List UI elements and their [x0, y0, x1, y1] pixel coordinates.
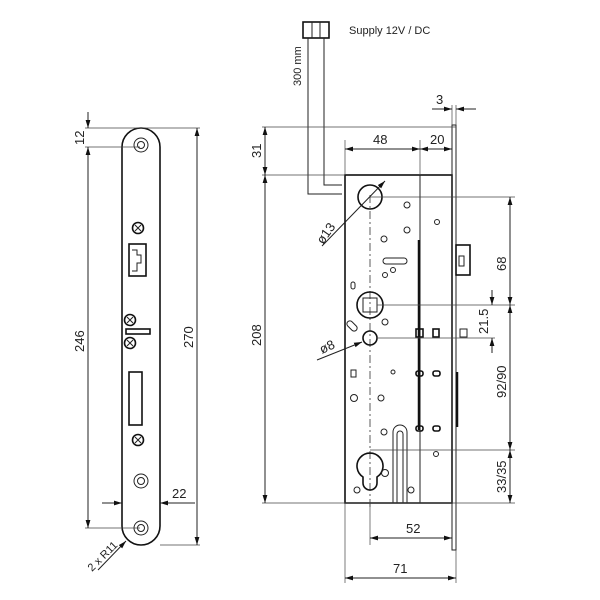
hole-8 — [362, 330, 378, 346]
dim-faceplate-thickness: 3 — [436, 92, 443, 107]
faceplate-outline — [121, 127, 161, 546]
trigger-lever — [125, 328, 151, 335]
dim-faceplate-width: 22 — [172, 486, 186, 501]
dim-backset-body: 48 — [373, 132, 387, 147]
dim-spindle-offset: 21.5 — [476, 309, 491, 334]
latch-bolt-opening — [128, 243, 147, 277]
cylinder-cutout — [356, 452, 384, 491]
dim-radius: 2 x R11 — [86, 539, 121, 574]
mounting-holes — [346, 201, 440, 494]
faceplate-view: 12 246 270 22 2 x R11 — [72, 112, 200, 574]
screw-hole-icon — [133, 137, 149, 536]
cable-length-label: 300 mm — [292, 46, 304, 86]
dim-follower-offset: 68 — [494, 257, 509, 271]
dim-screw-pitch: 246 — [72, 330, 87, 352]
dim-top-offset: 12 — [72, 131, 87, 145]
lock-body-view: Supply 12V / DC 300 mm — [249, 21, 515, 583]
faceplate-dimensions — [85, 112, 200, 571]
dim-front-section: 20 — [430, 132, 444, 147]
dim-cylinder-bottom: 33/35 — [494, 460, 509, 493]
dim-cylinder-distance: 92/90 — [494, 365, 509, 398]
trigger-bolt — [459, 328, 468, 338]
supply-label: Supply 12V / DC — [349, 25, 430, 37]
faceplate-edge — [451, 124, 457, 551]
latch-bolt — [455, 244, 471, 276]
dim-hole-8: ø8 — [317, 337, 337, 357]
dim-total-depth: 71 — [393, 561, 407, 576]
dim-total-length: 270 — [181, 326, 196, 348]
deadbolt-opening — [128, 371, 143, 426]
internal-bars — [415, 240, 459, 432]
dim-hole-13: ø13 — [313, 220, 338, 247]
cable-connector — [302, 21, 342, 195]
body-dimension-lines — [262, 105, 515, 583]
cross-screw-icon — [123, 221, 145, 447]
dim-backset: 52 — [406, 521, 420, 536]
dim-top-offset: 31 — [249, 144, 264, 158]
slot — [392, 424, 408, 503]
dim-body-height: 208 — [249, 324, 264, 346]
